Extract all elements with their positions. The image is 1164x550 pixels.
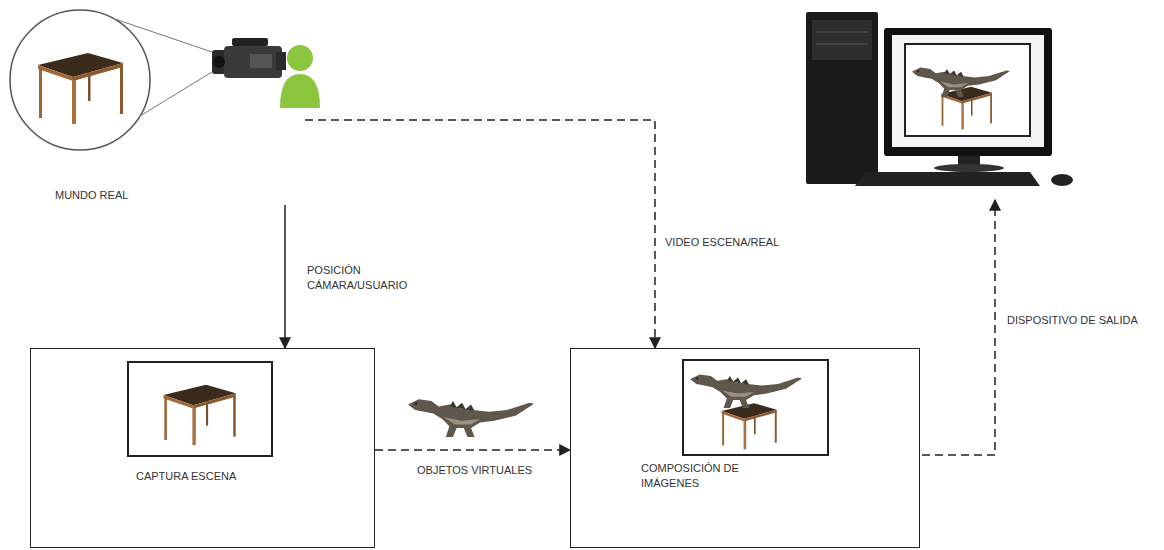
process-box: COMPOSICIÓN DE IMÁGENES (570, 348, 920, 548)
computer-icon (806, 12, 1073, 186)
flow-arrow (375, 449, 570, 451)
user-icon (280, 45, 320, 108)
output-arrow (922, 200, 995, 455)
real-world-group: MUNDO REAL (10, 5, 305, 205)
node-label: CAPTURA ESCENA (136, 469, 374, 484)
edge-label: OBJETOS VIRTUALES (415, 462, 534, 479)
flow-arrow (284, 205, 286, 348)
output-label: DISPOSITIVO DE SALIDA (1005, 312, 1140, 329)
node-label: MUNDO REAL (55, 188, 305, 203)
camera-icon (212, 38, 286, 78)
edge-label: POSICIÓN CÁMARA/USUARIO (305, 262, 424, 294)
node-label: COMPOSICIÓN DE IMÁGENES (641, 461, 751, 491)
flow-arrow (305, 120, 655, 348)
edge-label: VIDEO ESCENA/REAL (663, 234, 781, 251)
process-box: CAPTURA ESCENA (30, 348, 375, 548)
